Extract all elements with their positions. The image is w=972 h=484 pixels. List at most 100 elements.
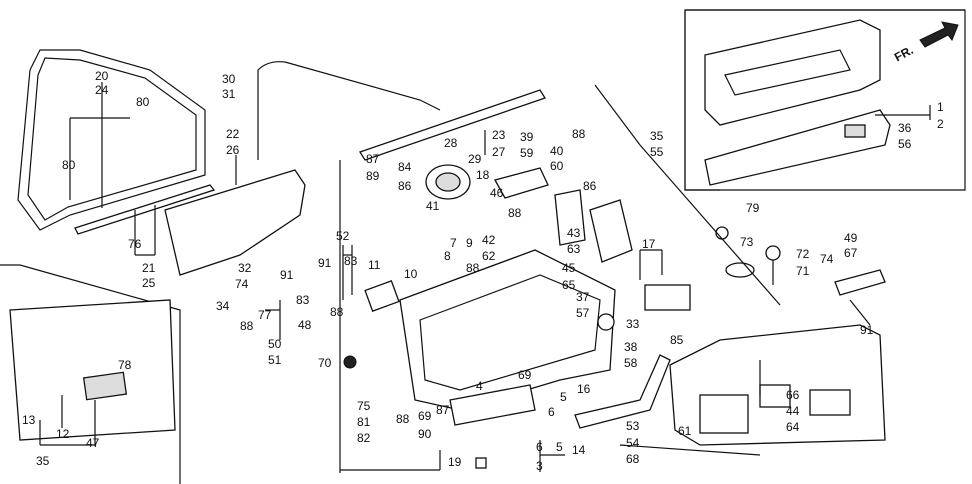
- callout: 51: [268, 353, 282, 367]
- pull-handle-53: [574, 354, 671, 429]
- callout: 64: [786, 420, 800, 434]
- callout: 9: [466, 236, 473, 250]
- callout: 16: [577, 382, 591, 396]
- callout: 60: [550, 159, 564, 173]
- callout: 78: [118, 358, 132, 372]
- callout: 85: [670, 333, 684, 347]
- callout: 4: [476, 379, 483, 393]
- callout: 31: [222, 87, 236, 101]
- callout: 17: [642, 237, 656, 251]
- callout: 74: [820, 252, 834, 266]
- glass-runchannel-30: [257, 61, 441, 160]
- callout: 91: [280, 268, 294, 282]
- callout: 35: [36, 454, 50, 468]
- callout: 84: [398, 160, 412, 174]
- callout: 63: [567, 242, 581, 256]
- callout: 80: [136, 95, 150, 109]
- callout: 18: [476, 168, 490, 182]
- callout: 11: [368, 258, 381, 272]
- callout: 5: [556, 440, 563, 454]
- callout: 86: [398, 179, 412, 193]
- lower-left-inset: [0, 264, 181, 484]
- callout: 28: [444, 136, 458, 150]
- callout: 83: [296, 293, 310, 307]
- callout: 90: [418, 427, 432, 441]
- callout: 88: [572, 127, 586, 141]
- callout: 91: [318, 256, 332, 270]
- callout: 19: [448, 455, 462, 469]
- callout: 55: [650, 145, 664, 159]
- callout: 26: [226, 143, 240, 157]
- callout: 27: [492, 145, 506, 159]
- callout: 41: [426, 199, 440, 213]
- front-arrow-icon: [919, 21, 959, 48]
- bracket-40: [554, 189, 586, 246]
- callout: 83: [344, 254, 358, 268]
- door-weatherstrip-20: [17, 49, 206, 231]
- callout: 77: [258, 308, 272, 322]
- callout: 5: [560, 390, 567, 404]
- clip-19: [475, 457, 487, 469]
- callout: 20: [95, 69, 109, 83]
- callout: 2: [937, 117, 944, 131]
- grommet-33: [597, 313, 615, 331]
- callout: 6: [536, 440, 543, 454]
- callout: 80: [62, 158, 76, 172]
- callout: 81: [357, 415, 371, 429]
- callout: 69: [418, 409, 432, 423]
- callout: 87: [436, 403, 450, 417]
- trim-strip-36: [704, 109, 891, 186]
- callout: 86: [583, 179, 597, 193]
- callout: 69: [518, 368, 532, 382]
- callout: 87: [366, 152, 380, 166]
- callout: 25: [142, 276, 156, 290]
- callout: 88: [466, 261, 480, 275]
- callout: 22: [226, 127, 240, 141]
- callout: 34: [216, 299, 230, 313]
- callout: 8: [444, 249, 451, 263]
- callout: 58: [624, 356, 638, 370]
- pocket-4: [449, 384, 536, 426]
- callout: 53: [626, 419, 640, 433]
- callout: 76: [128, 237, 142, 251]
- callout: 33: [626, 317, 640, 331]
- callout: 12: [56, 427, 70, 441]
- callout: 46: [490, 186, 504, 200]
- callout: 82: [357, 431, 371, 445]
- callout: 6: [548, 405, 555, 419]
- callout: 66: [786, 388, 800, 402]
- callout: 24: [95, 83, 109, 97]
- callout: 47: [86, 436, 100, 450]
- callout: 38: [624, 340, 638, 354]
- bracket-39: [494, 167, 549, 199]
- callout: 65: [562, 278, 576, 292]
- callout: 3: [536, 459, 543, 473]
- callout: 68: [626, 452, 640, 466]
- moulding-strip-21: [74, 184, 216, 235]
- callout: 30: [222, 72, 236, 86]
- door-panel-22: [164, 169, 306, 276]
- handle-49: [834, 269, 886, 296]
- callout: 72: [796, 247, 810, 261]
- callout: 43: [567, 226, 581, 240]
- callout: 44: [786, 404, 800, 418]
- callout: 56: [898, 137, 912, 151]
- door-trim-13: [9, 299, 176, 441]
- callout: 49: [844, 231, 858, 245]
- door-trim-panel-45: [399, 249, 616, 411]
- callout: 70: [318, 356, 332, 370]
- callout: 52: [336, 229, 350, 243]
- clip-79: [715, 226, 729, 240]
- callout: 32: [238, 261, 252, 275]
- callout: 7: [450, 236, 457, 250]
- callout: 37: [576, 290, 590, 304]
- callout: 1: [937, 100, 944, 114]
- switch-17: [644, 284, 691, 311]
- switch-11: [364, 280, 400, 312]
- callout: 42: [482, 233, 496, 247]
- callout: 89: [366, 169, 380, 183]
- callout: 88: [508, 206, 522, 220]
- callout: 29: [468, 152, 482, 166]
